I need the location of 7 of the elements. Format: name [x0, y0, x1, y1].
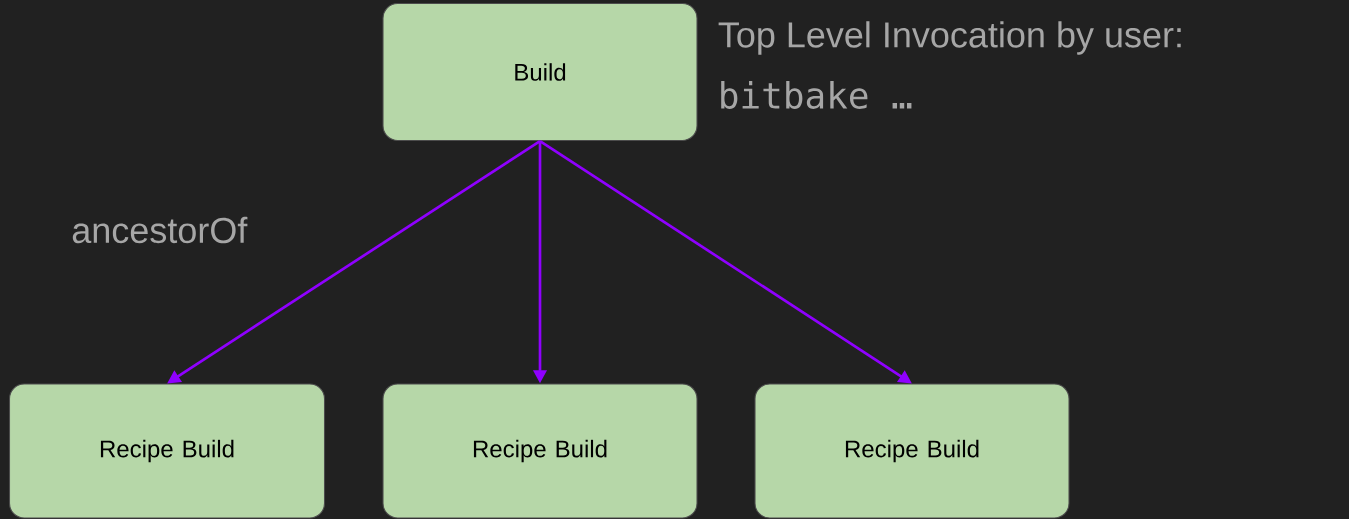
- process-box: Recipe Build: [754, 383, 1070, 519]
- process-box: Build: [382, 2, 698, 142]
- process-box: Recipe Build: [382, 383, 698, 519]
- annotation-text: bitbake …: [721, 81, 912, 109]
- process-box: Recipe Build: [8, 383, 326, 519]
- annotation-text: Top Level Invocation by user:: [718, 21, 1181, 55]
- relation-label: ancestorOf: [72, 216, 248, 244]
